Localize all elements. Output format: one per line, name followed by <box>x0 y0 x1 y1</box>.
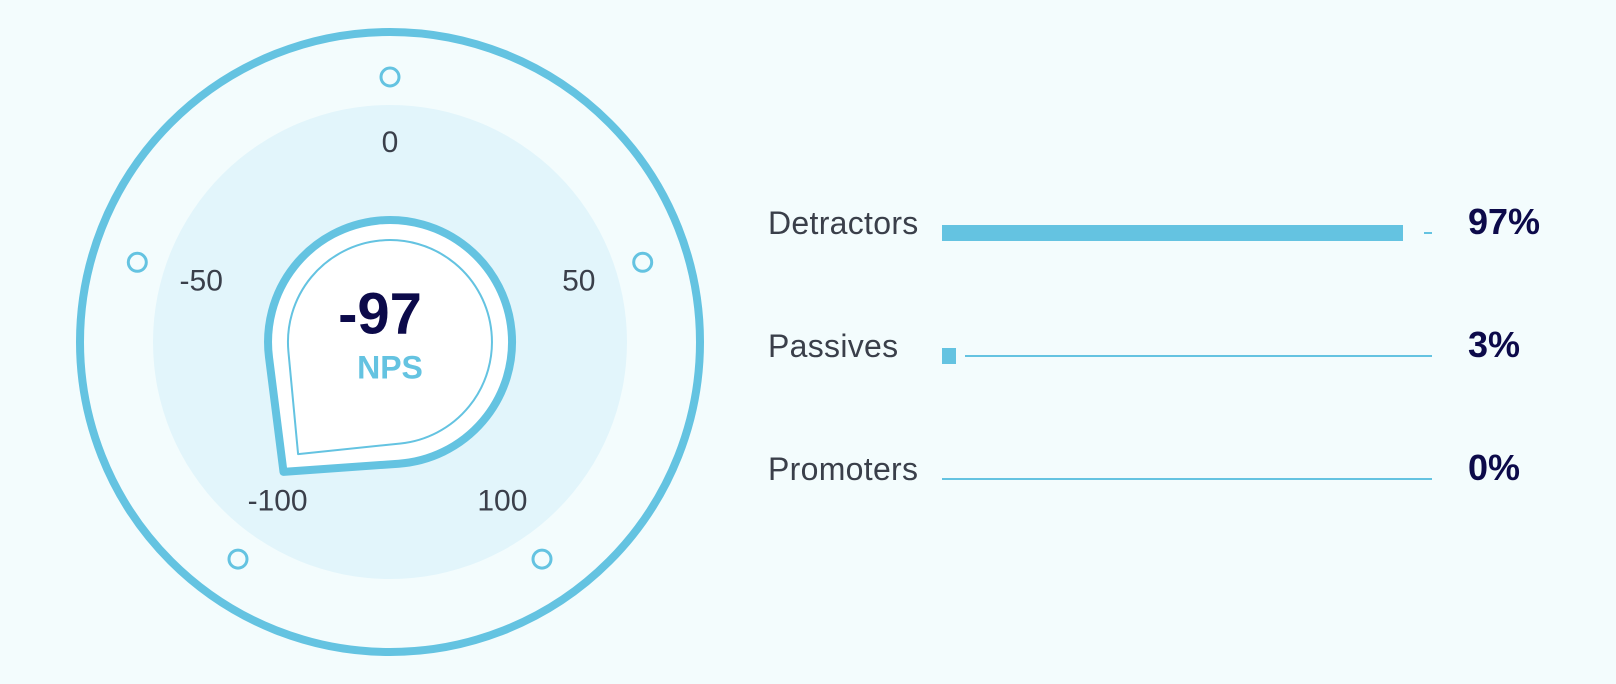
breakdown-row-detractors: Detractors 97% <box>768 193 1568 316</box>
breakdown-value: 3% <box>1468 324 1521 365</box>
gauge-tick-labels: 0 50 100 -100 -50 <box>180 126 596 518</box>
gauge-outer-ring <box>76 28 704 656</box>
breakdown-bar <box>942 471 1432 487</box>
response-breakdown: Detractors 97% Passives 3% Promoters 0% <box>768 193 1568 562</box>
tick-label-minus-100: -100 <box>248 485 308 518</box>
breakdown-bar <box>942 225 1432 241</box>
bar-fill <box>942 225 1403 241</box>
tick-label-50: 50 <box>562 264 595 297</box>
gauge-tick-dot <box>227 548 249 570</box>
breakdown-label: Promoters <box>768 451 919 487</box>
gauge-tick-dot <box>379 66 401 88</box>
breakdown-row-passives: Passives 3% <box>768 316 1568 439</box>
bar-track-line <box>1424 232 1432 234</box>
gauge-tick-dot <box>632 251 654 273</box>
tick-label-0: 0 <box>382 126 399 159</box>
breakdown-value: 97% <box>1468 201 1541 242</box>
nps-score: -97 <box>338 281 422 346</box>
breakdown-row-promoters: Promoters 0% <box>768 439 1568 562</box>
breakdown-bar <box>942 348 1432 364</box>
breakdown-label: Passives <box>768 328 899 364</box>
bar-track-line <box>965 355 1432 357</box>
bar-fill <box>942 348 956 364</box>
gauge-pointer-teardrop <box>264 216 517 476</box>
tick-label-minus-50: -50 <box>180 264 223 297</box>
tick-label-100: 100 <box>477 485 527 518</box>
bar-track-line <box>942 478 1432 480</box>
breakdown-value: 0% <box>1468 447 1521 488</box>
gauge-tick-dot <box>531 548 553 570</box>
nps-gauge: 0 50 100 -100 -50 -97 NPS <box>76 28 704 656</box>
nps-label: NPS <box>357 349 423 385</box>
breakdown-label: Detractors <box>768 205 919 241</box>
gauge-tick-dots <box>126 66 654 570</box>
gauge-tick-dot <box>126 251 148 273</box>
